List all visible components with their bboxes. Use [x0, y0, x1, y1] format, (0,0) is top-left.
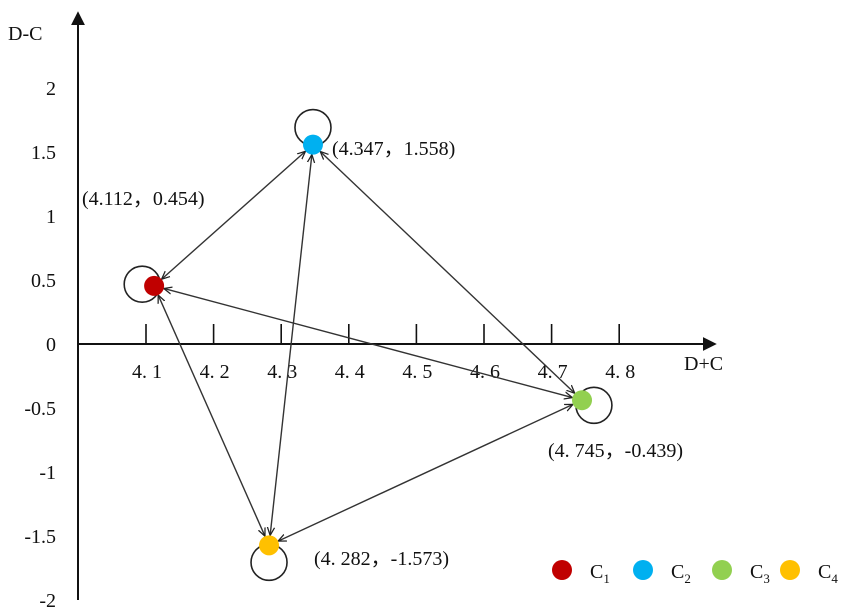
y-tick-label: 0 [46, 334, 56, 356]
x-tick-label: 4. 5 [402, 361, 432, 383]
y-tick-label: 0.5 [31, 270, 56, 292]
y-tick-label: 1.5 [31, 142, 56, 164]
x-axis-ticks: 4. 14. 24. 34. 44. 54. 64. 74. 8 [132, 324, 635, 383]
coord-label-C3: (4. 745，-0.439) [548, 440, 683, 462]
legend: C1 C2 C3 C4 [552, 560, 838, 586]
node-C2 [302, 134, 323, 155]
y-tick-label: 2 [46, 78, 56, 100]
legend-label-1: C1 [590, 561, 610, 586]
y-tick-label: 1 [46, 206, 56, 228]
relationship-arrows [158, 151, 575, 541]
legend-swatch-1 [552, 560, 572, 580]
arrow-C3-C4 [278, 404, 573, 541]
x-tick-label: 4. 4 [335, 361, 365, 383]
y-tick-label: -2 [39, 590, 56, 612]
coordinate-labels: (4.112，0.454) (4.347，1.558) (4. 745，-0.439… [82, 138, 683, 570]
x-tick-label: 4. 1 [132, 361, 162, 383]
coord-label-C1: (4.112，0.454) [82, 188, 205, 210]
legend-label-2: C2 [671, 561, 691, 586]
legend-swatch-4 [780, 560, 800, 580]
node-C4 [259, 535, 280, 556]
y-tick-label: -0.5 [24, 398, 56, 420]
y-tick-label: -1.5 [24, 526, 56, 548]
x-tick-label: 4. 8 [605, 361, 635, 383]
x-tick-label: 4. 2 [200, 361, 230, 383]
arrow-C1-C2 [162, 151, 306, 279]
node-C3 [572, 390, 593, 411]
node-C1 [144, 275, 165, 296]
y-tick-label: -1 [39, 462, 56, 484]
x-axis-title: D+C [684, 353, 723, 375]
legend-label-3: C3 [750, 561, 770, 586]
arrow-C1-C4 [158, 295, 265, 536]
x-tick-label: 4. 3 [267, 361, 297, 383]
y-axis-title: D-C [8, 23, 42, 45]
coord-label-C2: (4.347，1.558) [332, 138, 455, 160]
coord-label-C4: (4. 282，-1.573) [314, 548, 449, 570]
arrow-C2-C3 [320, 151, 575, 393]
legend-swatch-2 [633, 560, 653, 580]
factor-nodes [144, 134, 593, 556]
y-axis-ticks: 2 1.5 1 0.5 0 -0.5 -1 -1.5 -2 [24, 78, 56, 612]
legend-swatch-3 [712, 560, 732, 580]
legend-label-4: C4 [818, 561, 838, 586]
